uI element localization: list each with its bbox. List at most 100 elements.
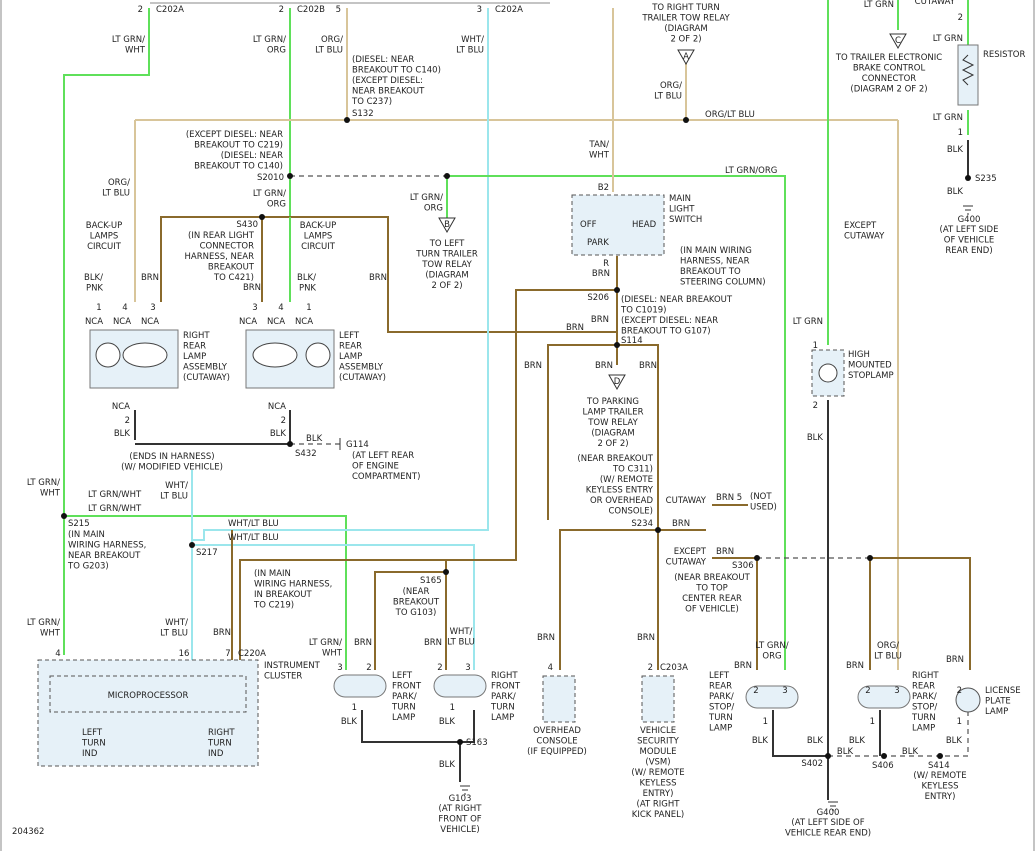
wire-label-org-ltblu-rr: ORG/LT BLU [874,641,902,662]
wire-label-wht-ltblu-3: WHT/LT BLU [160,618,188,639]
wire-label-blk-lf: BLK [341,717,358,727]
wire-brn-license [870,557,971,670]
wire-label-brn-sw2: BRN [591,315,609,325]
wire-label-brn-cl: BRN [213,628,231,638]
wire-label-ltgrn-hmsl: LT GRN [793,317,823,327]
lf-pin-3: 3 [337,663,342,673]
pin-c202a-b: 5 [336,5,341,15]
connector-c202a-a: C202A [156,5,184,15]
cluster-pin-16: 16 [179,649,190,659]
pin-res-2: 2 [958,13,963,23]
nca-rr-bottom: NCA [112,402,130,412]
wire-label-brn-lr: BRN [734,661,752,671]
pin-hmsl-2: 2 [813,401,818,411]
oc-pin-4: 4 [548,663,553,673]
wire-label-brn-1: BRN [141,273,159,283]
splice-s402: S402 [801,759,823,769]
rr-pin-2: 2 [865,686,870,696]
rf-pin-3: 3 [465,663,470,673]
nca-lr-3: NCA [295,317,313,327]
marker-a-triangle [677,49,695,66]
wire-label-blk-1: BLK [114,429,131,439]
pin-lr-3: 3 [252,303,257,313]
wire-label-ltgrn-wht-h1: LT GRN/WHT [88,490,142,500]
wire-label-blk-pnk-2: BLK/PNK [297,273,316,294]
splice-s132: S132 [352,109,374,119]
switch-off: OFF [580,220,597,230]
wire-label-blk-s163: BLK [439,760,456,770]
wire-label-ltgrn-top1: LT GRN [864,0,894,10]
wire-brn-s206 [445,289,617,670]
wire-wht-ltblu-top [192,8,489,541]
marker-c: C [895,36,901,46]
connector-c202a-c: C202A [495,5,523,15]
vsm-box [641,675,675,723]
cluster-pin-4: 4 [55,649,60,659]
marker-d-triangle [608,374,626,391]
wire-label-ltgrn-org-2: LT GRN/ORG [253,189,286,210]
right-front-lamp-shape [433,674,487,698]
wire-blk-lf [361,710,475,743]
wire-label-org-ltblu-2: ORG/LT BLU [102,178,130,199]
splice-s217: S217 [196,548,218,558]
wire-label-wht-ltblu-h2: WHT/LT BLU [228,533,279,543]
wire-label-org-ltblu-3: ORG/LT BLU [654,81,682,102]
wire-label-wht-ltblu-h1: WHT/LT BLU [228,519,279,529]
figure-id: 204362 [12,827,44,837]
right-rear-park-lamp-shape [857,685,911,709]
splice-s114: S114 [621,336,643,346]
splice-dots [61,117,971,759]
wire-label-tan-wht: TAN/WHT [588,140,609,161]
wire-brn-s206-cluster [239,559,516,660]
wire-label-brn-s114b: BRN [595,361,613,371]
wire-brn-s114 [617,344,659,530]
wire-label-blk-lr: BLK [752,736,769,746]
wire-label-ltgrn-wht-h2: LT GRN/WHT [88,504,142,514]
wire-label-blk-s402: BLK [807,736,824,746]
nca-lr-1: NCA [239,317,257,327]
overhead-console-box [542,675,576,723]
wire-label-org-ltblu-1: ORG/LT BLU [315,35,343,56]
splice-s206: S206 [587,293,609,303]
wire-label-blk-2: BLK [270,429,287,439]
ground-g114: G114 [346,440,369,450]
rf-pin-2: 2 [437,663,442,673]
microprocessor-label: MICROPROCESSOR [108,691,189,701]
wire-label-brn-except: BRN [716,547,734,557]
pin-lr-2: 2 [281,416,286,426]
wire-label-brn-rr: BRN [846,661,864,671]
wire-label-brn-s234: BRN [672,519,690,529]
lr-pin-3: 3 [782,686,787,696]
ground-g400-top-symbol [963,205,973,215]
brn5-label: BRN 5 [716,493,742,503]
wire-label-wht-ltblu-2: WHT/LT BLU [160,481,188,502]
pin-hmsl-1: 1 [813,341,818,351]
splice-s432: S432 [295,449,317,459]
wire-brn-s430 [160,216,262,302]
ground-g400-symbol [828,801,838,811]
splice-s430: S430 [236,220,258,230]
nca-rr-2: NCA [113,317,131,327]
license-plate-lamp-shape [955,687,981,713]
pin-rr-1: 1 [96,303,101,313]
splice-s234: S234 [631,519,653,529]
wire-label-ltgrn-top2: LT GRN [933,34,963,44]
